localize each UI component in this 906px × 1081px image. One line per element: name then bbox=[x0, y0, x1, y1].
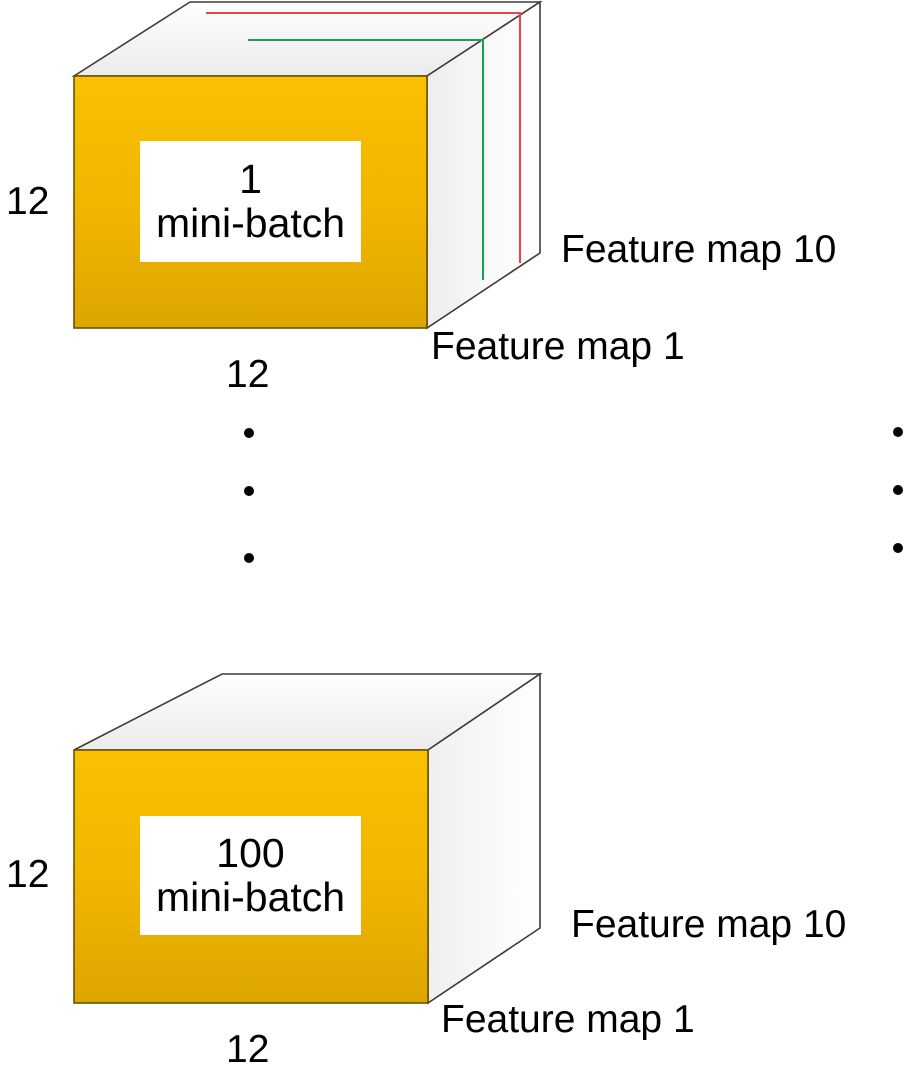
bottom-block-unit-label: mini-batch bbox=[155, 873, 346, 920]
bottom-block-width-label: 12 bbox=[226, 1028, 270, 1071]
right-ellipsis-dot bbox=[893, 427, 903, 437]
slice-line-green bbox=[248, 38, 485, 280]
top-block-width-label: 12 bbox=[226, 353, 270, 396]
bottom-block-height-label: 12 bbox=[6, 853, 50, 896]
bottom-block-feature-map-10-label: Feature map 10 bbox=[571, 903, 847, 946]
top-block-count-label: 1 bbox=[239, 156, 262, 203]
top-block-feature-map-1-label: Feature map 1 bbox=[431, 325, 685, 368]
top-block-height-label: 12 bbox=[6, 180, 50, 223]
slice-line-red bbox=[206, 11, 522, 263]
top-block-feature-map-10-label: Feature map 10 bbox=[561, 228, 837, 271]
top-block-unit-label: mini-batch bbox=[155, 199, 346, 246]
bottom-block-cube bbox=[73, 672, 543, 1005]
left-ellipsis-dot bbox=[244, 428, 254, 438]
bottom-block-feature-map-1-label: Feature map 1 bbox=[441, 998, 695, 1041]
right-ellipsis-dot bbox=[893, 543, 903, 553]
top-block-slice-lines bbox=[206, 11, 522, 280]
top-block-front-label-box: 1 mini-batch bbox=[140, 141, 361, 262]
left-ellipsis-dot bbox=[244, 553, 254, 563]
left-ellipsis-dot bbox=[244, 486, 254, 496]
bottom-block-front-label-box: 100 mini-batch bbox=[140, 816, 361, 935]
right-ellipsis-dot bbox=[893, 485, 903, 495]
top-block-cube bbox=[71, 0, 543, 330]
bottom-block-count-label: 100 bbox=[216, 830, 285, 877]
